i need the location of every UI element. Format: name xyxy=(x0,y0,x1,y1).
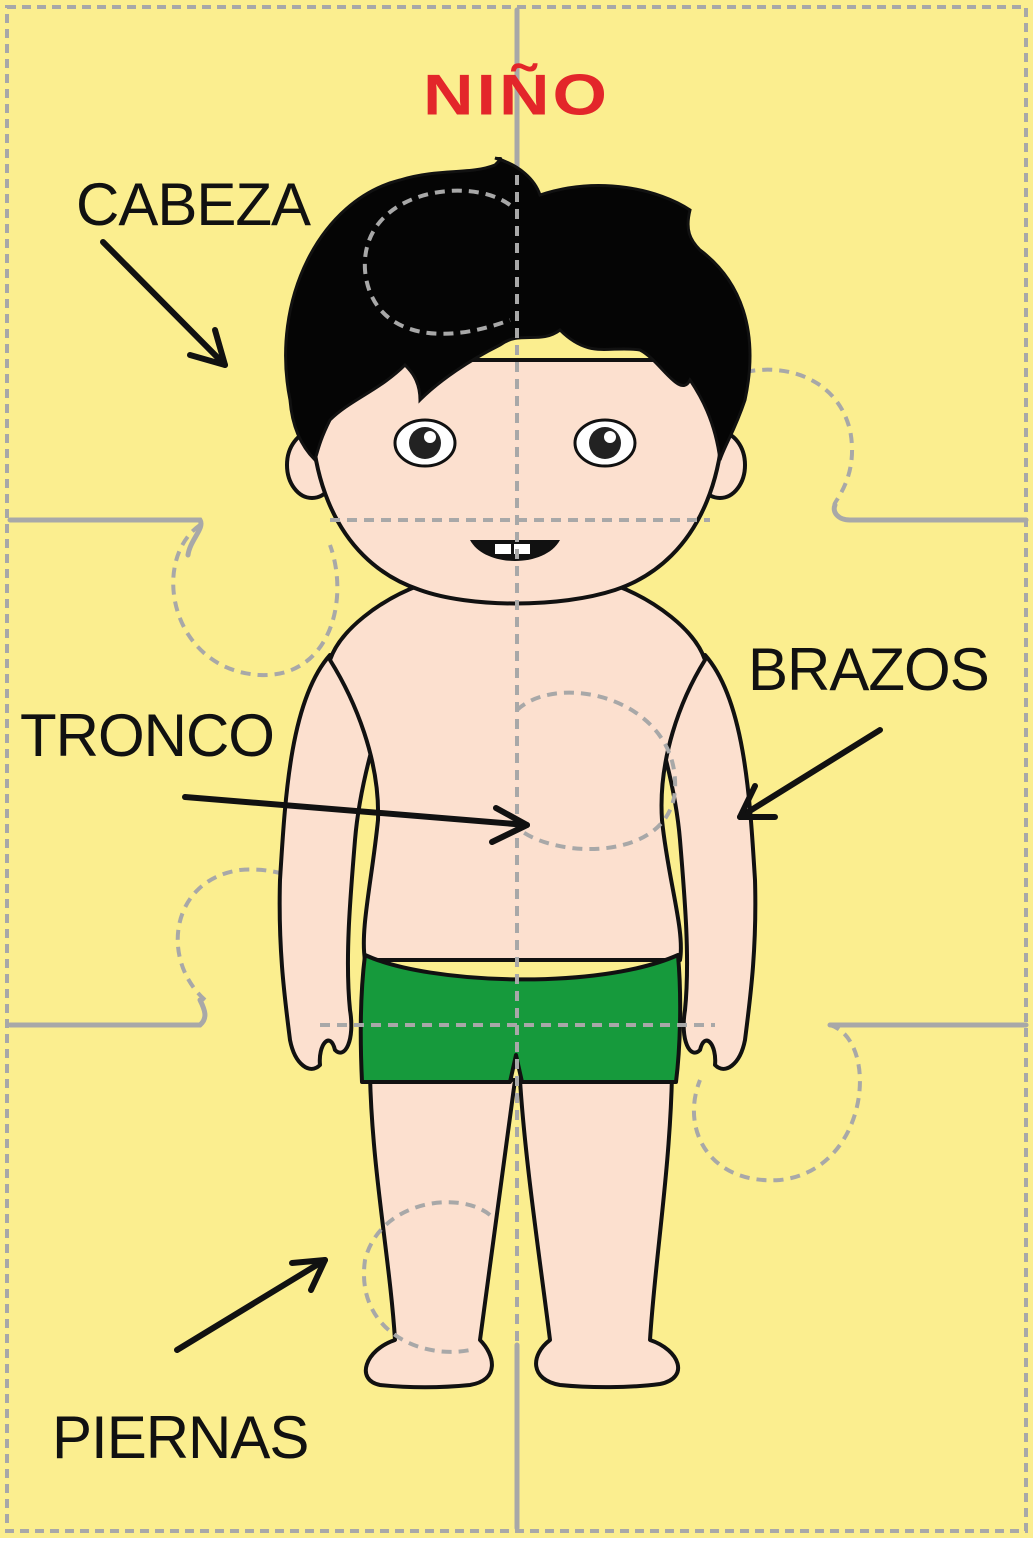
label-head: CABEZA xyxy=(76,175,310,235)
label-trunk: TRONCO xyxy=(20,706,274,766)
label-legs: PIERNAS xyxy=(52,1408,308,1468)
label-arms: BRAZOS xyxy=(748,640,989,700)
card-title: NIÑO xyxy=(0,66,1033,123)
